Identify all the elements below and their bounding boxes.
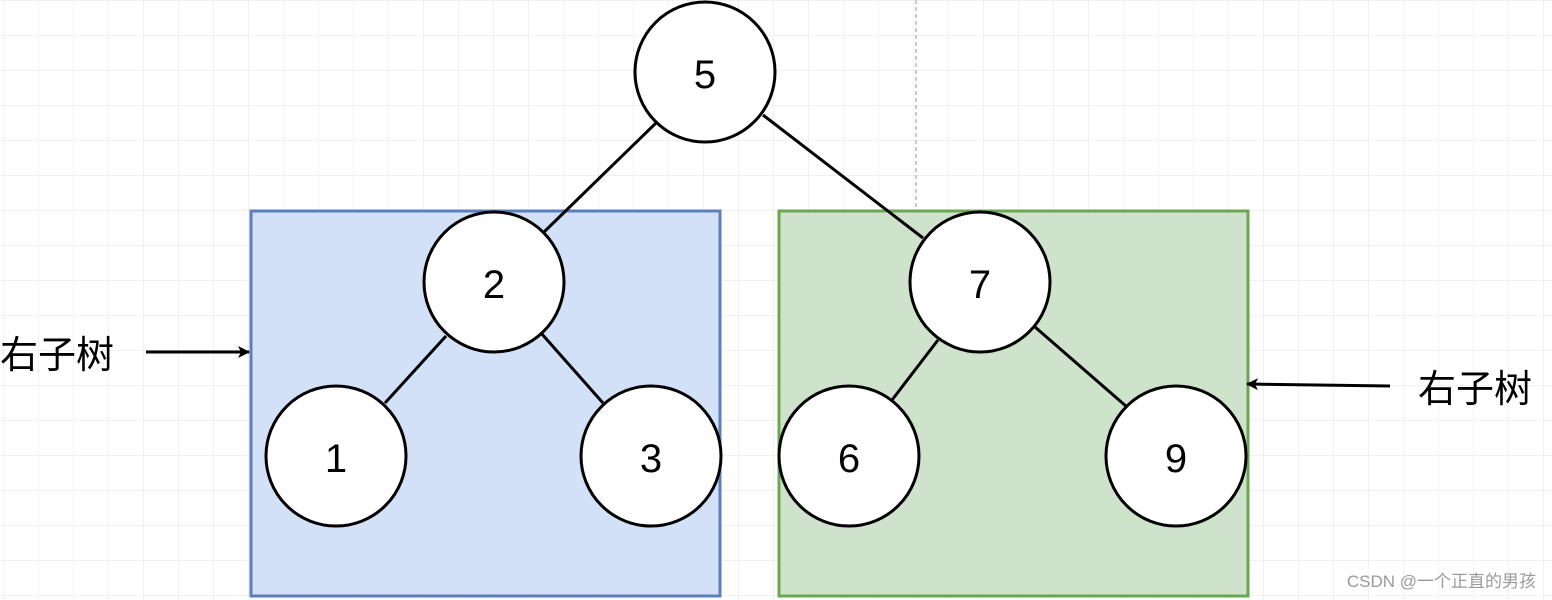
node-7[interactable]: 7	[908, 210, 1052, 354]
right-arrow	[1246, 378, 1391, 391]
left-subtree-label: 右子树	[0, 335, 114, 377]
node-1[interactable]: 1	[264, 384, 408, 528]
node-6-label: 6	[838, 437, 860, 481]
watermark-text: CSDN @一个正直的男孩	[1347, 572, 1536, 591]
node-5[interactable]: 5	[633, 0, 777, 144]
node-9-label: 9	[1165, 437, 1187, 481]
node-3[interactable]: 3	[579, 384, 723, 528]
node-6[interactable]: 6	[777, 384, 921, 528]
edge-2-3	[539, 332, 605, 404]
node-1-label: 1	[325, 437, 347, 481]
edge-2-1	[383, 334, 448, 405]
node-5-label: 5	[694, 53, 716, 97]
edge-5-7	[762, 113, 924, 240]
edge-7-6	[890, 339, 940, 401]
node-2-label: 2	[483, 263, 505, 307]
node-3-label: 3	[640, 437, 662, 481]
edge-7-9	[1034, 325, 1128, 409]
node-9[interactable]: 9	[1104, 384, 1248, 528]
node-2[interactable]: 2	[422, 210, 566, 354]
edge-5-2	[542, 121, 658, 234]
node-7-label: 7	[969, 263, 991, 307]
right-subtree-label: 右子树	[1418, 369, 1532, 411]
